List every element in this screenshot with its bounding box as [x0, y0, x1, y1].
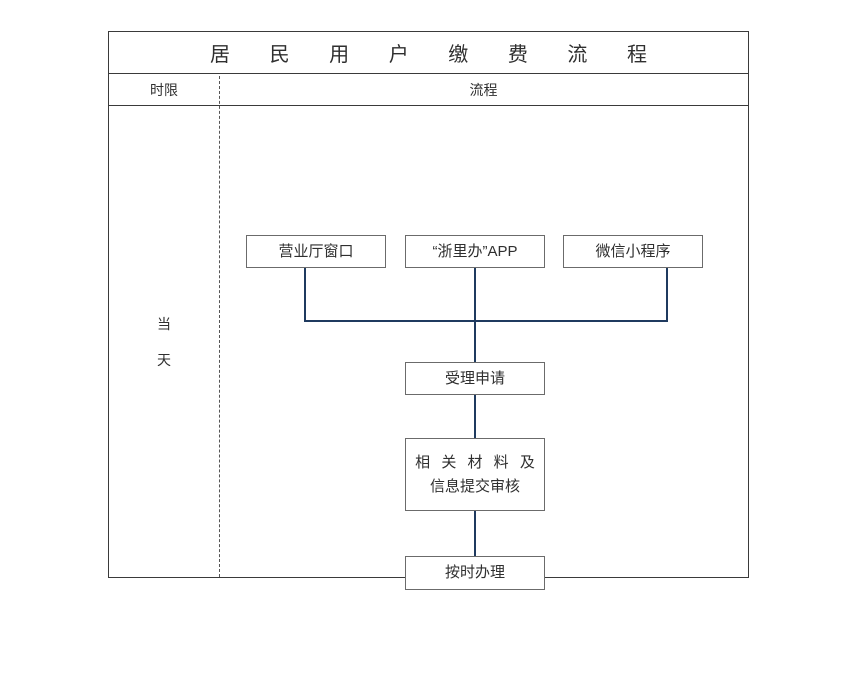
page-title: 居 民 用 户 缴 费 流 程: [210, 44, 664, 66]
connector-bus-to-accept: [474, 320, 476, 362]
time-limit-value-line2: 天: [157, 351, 171, 368]
flow-node-accept-application-label: 受理申请: [444, 369, 505, 387]
flow-node-service-hall-label: 营业厅窗口: [278, 242, 354, 260]
connector-wechat-drop: [666, 268, 668, 321]
flow-node-submit-materials-review-line2: 信息提交审核: [429, 477, 520, 495]
connector-app-drop: [474, 268, 476, 321]
flow-node-handle-on-time-label: 按时办理: [444, 564, 505, 582]
flow-node-wechat-miniprogram-label: 微信小程序: [595, 242, 671, 260]
table-header-row: 时限 流程: [109, 74, 748, 106]
time-limit-value-line1: 当: [157, 315, 171, 332]
connector-hall-drop: [304, 268, 306, 321]
table-body-row: 当 天 营业厅窗口 “浙里办”APP 微信小程序 受理申请 相 关 材 料 及 …: [109, 106, 748, 590]
column-divider-dashed: [219, 76, 220, 577]
flow-node-accept-application[interactable]: 受理申请: [405, 362, 545, 395]
flow-node-submit-materials-review-line1: 相 关 材 料 及: [415, 454, 539, 472]
column-header-time-limit: 时限: [150, 81, 178, 98]
flow-node-handle-on-time[interactable]: 按时办理: [405, 556, 545, 590]
flow-node-zhelipan-app[interactable]: “浙里办”APP: [405, 235, 545, 268]
table-title-row: 居 民 用 户 缴 费 流 程: [109, 32, 748, 74]
connector-merge-bus: [304, 320, 668, 322]
flow-node-submit-materials-review[interactable]: 相 关 材 料 及 信息提交审核: [405, 438, 545, 511]
connector-accept-to-materials: [474, 395, 476, 438]
flow-node-wechat-miniprogram[interactable]: 微信小程序: [563, 235, 703, 268]
flow-node-zhelipan-app-label: “浙里办”APP: [432, 242, 518, 260]
process-flow-table: 居 民 用 户 缴 费 流 程 时限 流程 当 天 营业厅窗口 “浙里办”APP…: [108, 31, 749, 590]
time-limit-value: 当 天: [109, 106, 219, 577]
connector-materials-to-handle: [474, 511, 476, 556]
column-header-flow: 流程: [469, 81, 498, 98]
flow-node-service-hall[interactable]: 营业厅窗口: [246, 235, 386, 268]
